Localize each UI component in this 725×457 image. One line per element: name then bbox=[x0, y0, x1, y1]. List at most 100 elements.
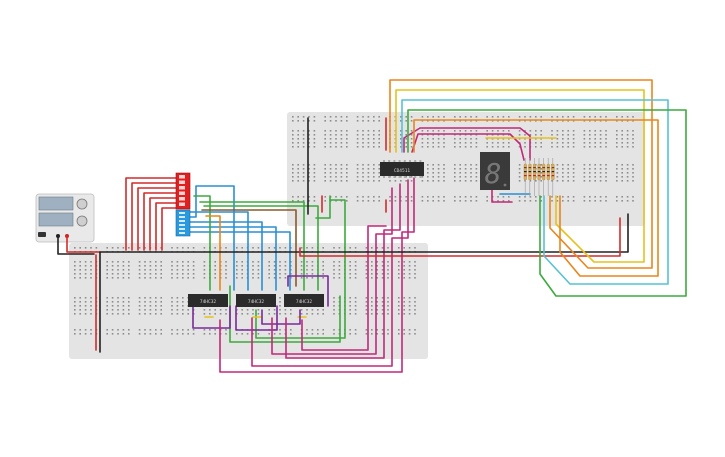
current-knob[interactable] bbox=[76, 215, 88, 227]
dip-switch-key[interactable] bbox=[179, 202, 185, 207]
power-switch[interactable] bbox=[38, 232, 46, 237]
wire-magenta-4 bbox=[271, 187, 393, 355]
wire-loop-cyan bbox=[401, 99, 669, 285]
dip-switch-key[interactable] bbox=[179, 191, 185, 196]
breadboard-hole bbox=[437, 200, 440, 202]
breadboard-hole bbox=[155, 269, 157, 271]
breadboard-hole bbox=[616, 196, 618, 198]
decoder-chip[interactable]: CD4511 bbox=[380, 160, 424, 178]
breadboard-hole bbox=[128, 297, 130, 299]
breadboard-hole bbox=[252, 269, 254, 271]
breadboard-hole bbox=[437, 164, 440, 166]
breadboard-hole bbox=[459, 172, 461, 174]
power-supply[interactable] bbox=[35, 193, 95, 243]
breadboard-hole bbox=[475, 200, 478, 202]
breadboard-hole bbox=[322, 277, 324, 279]
dip-switch-key[interactable] bbox=[179, 216, 185, 218]
logic-chip-3[interactable]: 74HC32 bbox=[284, 294, 324, 307]
breadboard-hole bbox=[324, 138, 326, 140]
dip-switch-key[interactable] bbox=[179, 224, 185, 226]
breadboard-hole bbox=[470, 168, 472, 170]
breadboard-hole bbox=[432, 172, 434, 174]
breadboard-hole bbox=[84, 297, 87, 299]
breadboard-hole bbox=[338, 273, 341, 275]
voltage-knob[interactable] bbox=[76, 198, 88, 210]
breadboard-hole bbox=[408, 329, 411, 331]
breadboard-hole bbox=[459, 176, 461, 178]
breadboard-hole bbox=[192, 269, 195, 271]
wire-loop-yellow bbox=[395, 89, 645, 263]
dip-switch-key[interactable] bbox=[179, 186, 185, 190]
breadboard-hole bbox=[605, 134, 607, 136]
breadboard-hole bbox=[367, 168, 370, 170]
breadboard-hole bbox=[410, 146, 413, 148]
breadboard-hole bbox=[381, 247, 384, 249]
breadboard-hole bbox=[302, 130, 305, 132]
breadboard-hole bbox=[279, 333, 281, 335]
dip-switch-key[interactable] bbox=[179, 228, 185, 230]
breadboard-hole bbox=[583, 134, 586, 136]
breadboard-hole bbox=[354, 309, 357, 311]
breadboard-hole bbox=[626, 168, 629, 170]
breadboard-hole bbox=[333, 301, 335, 303]
breadboard-hole bbox=[365, 277, 368, 279]
dip-switch-key[interactable] bbox=[179, 180, 185, 185]
breadboard-hole bbox=[616, 130, 618, 132]
breadboard-hole bbox=[443, 172, 445, 174]
breadboard-hole bbox=[313, 172, 316, 174]
breadboard-hole bbox=[79, 261, 81, 263]
breadboard-hole bbox=[160, 269, 162, 271]
breadboard-hole bbox=[371, 273, 373, 275]
breadboard-hole bbox=[410, 196, 413, 198]
breadboard-hole bbox=[171, 265, 173, 267]
breadboard-hole bbox=[616, 200, 618, 202]
seven-segment-digit: 8 bbox=[485, 157, 502, 190]
breadboard-hole bbox=[365, 309, 368, 311]
breadboard-hole bbox=[155, 309, 157, 311]
dip-switch-key[interactable] bbox=[179, 197, 185, 201]
breadboard-hole bbox=[149, 329, 152, 331]
dip-switch-red[interactable] bbox=[175, 172, 191, 210]
breadboard-hole bbox=[171, 329, 173, 331]
breadboard-hole bbox=[432, 180, 434, 182]
breadboard-hole bbox=[322, 329, 324, 331]
breadboard-hole bbox=[376, 301, 378, 303]
breadboard-hole bbox=[365, 273, 368, 275]
wire-dip-blue-2 bbox=[189, 185, 235, 291]
breadboard-hole bbox=[279, 313, 281, 315]
breadboard-hole bbox=[405, 146, 407, 148]
breadboard-hole bbox=[246, 309, 249, 311]
breadboard-hole bbox=[621, 176, 623, 178]
logic-chip-2[interactable]: 74HC32 bbox=[236, 294, 276, 307]
breadboard-hole bbox=[322, 269, 324, 271]
breadboard-hole bbox=[405, 130, 407, 132]
breadboard-hole bbox=[572, 176, 575, 178]
breadboard-hole bbox=[432, 146, 434, 148]
breadboard-hole bbox=[335, 168, 337, 170]
logic-chip-1[interactable]: 74HC32 bbox=[188, 294, 228, 307]
dip-switch-key[interactable] bbox=[179, 212, 185, 214]
breadboard-hole bbox=[284, 273, 287, 275]
seven-segment-display[interactable]: 8 bbox=[480, 152, 510, 190]
dip-switch-key[interactable] bbox=[179, 220, 185, 222]
breadboard-hole bbox=[111, 247, 114, 249]
breadboard-hole bbox=[335, 116, 337, 118]
breadboard-hole bbox=[491, 146, 494, 148]
wire-green-a bbox=[193, 195, 211, 291]
breadboard-hole bbox=[400, 130, 402, 132]
dip-switch-key[interactable] bbox=[179, 232, 185, 234]
breadboard-hole bbox=[354, 247, 357, 249]
wire-dip-blue-3 bbox=[189, 221, 263, 291]
breadboard-hole bbox=[443, 180, 445, 182]
dip-switch-blue[interactable] bbox=[175, 209, 191, 237]
breadboard-hole bbox=[144, 273, 146, 275]
breadboard-hole bbox=[90, 247, 92, 249]
dip-switch-key[interactable] bbox=[179, 175, 185, 179]
breadboard-hole bbox=[356, 180, 359, 182]
breadboard-hole bbox=[535, 180, 537, 182]
breadboard-hole bbox=[308, 168, 310, 170]
breadboard-hole bbox=[556, 180, 559, 182]
breadboard-hole bbox=[308, 134, 310, 136]
breadboard-hole bbox=[338, 261, 341, 263]
